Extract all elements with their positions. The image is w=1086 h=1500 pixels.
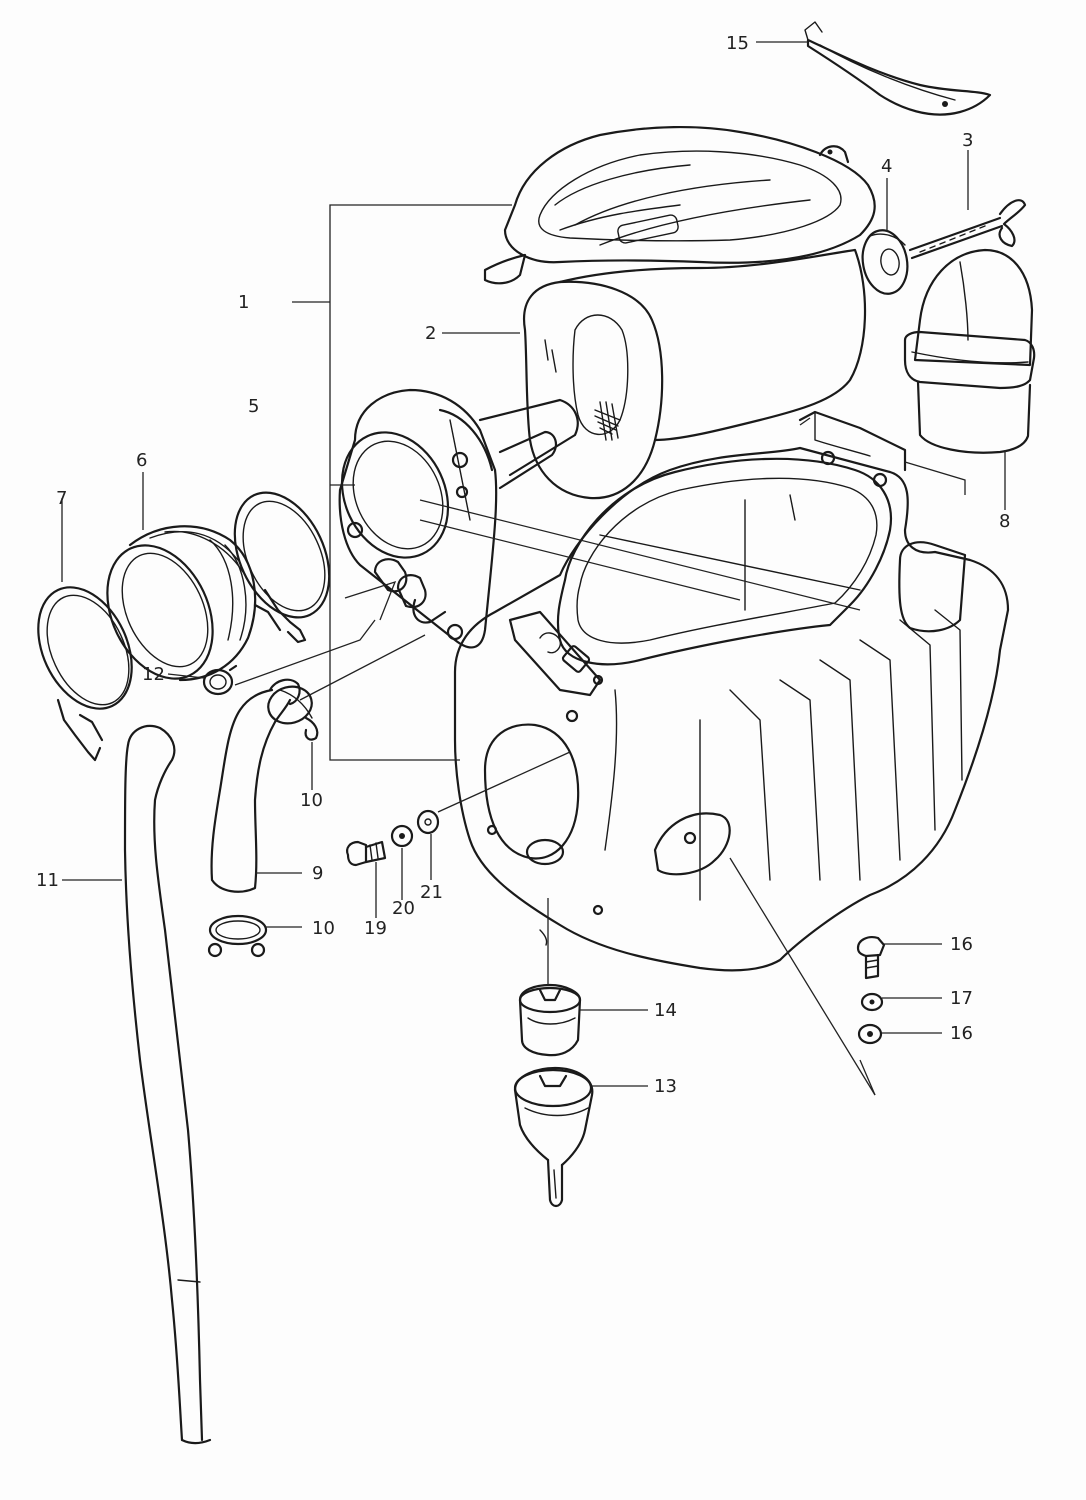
part-8-breather-cap xyxy=(903,248,1036,454)
part-19-bolt xyxy=(346,840,387,867)
part-14-drain-cap xyxy=(518,983,582,1057)
callout-16-lower: 16 xyxy=(950,1023,973,1044)
air-cleaner-housing xyxy=(453,410,1010,972)
callout-7: 7 xyxy=(56,488,67,509)
part-6-inlet-boot xyxy=(106,525,257,682)
callout-3: 3 xyxy=(962,130,973,151)
guide-lines xyxy=(234,417,966,1096)
callout-10-lower: 10 xyxy=(312,918,335,939)
assembly-bracket xyxy=(292,204,512,761)
callout-10-upper: 10 xyxy=(300,790,323,811)
callout-5: 5 xyxy=(248,396,259,417)
part-16-bolt xyxy=(856,936,886,980)
part-20-lock-washer xyxy=(390,824,414,848)
callout-15: 15 xyxy=(726,33,749,54)
part-12-clip xyxy=(202,664,238,696)
callout-labels: 15 3 4 1 2 5 6 7 8 12 10 11 9 10 19 20 2… xyxy=(36,33,1010,1097)
callout-4: 4 xyxy=(881,156,892,177)
part-13-drain-plug xyxy=(513,1066,594,1208)
callout-11: 11 xyxy=(36,870,59,891)
inlet-mounting-plate xyxy=(338,388,579,649)
callout-12: 12 xyxy=(142,664,165,685)
part-10-clip-upper xyxy=(267,685,319,741)
callout-2: 2 xyxy=(425,323,436,344)
part-5-clamp-band xyxy=(233,491,331,644)
part-16-washer xyxy=(857,1023,883,1045)
callout-9: 9 xyxy=(312,863,323,884)
callout-17: 17 xyxy=(950,988,973,1009)
part-4-grommet xyxy=(861,229,909,295)
callout-20: 20 xyxy=(392,898,415,919)
callout-19: 19 xyxy=(364,918,387,939)
callout-leaders xyxy=(61,41,1006,1087)
part-10-clip-lower xyxy=(207,914,268,958)
part-3-wing-bolt xyxy=(908,199,1027,260)
part-7-clamp-band xyxy=(37,586,133,762)
part-17-lock-washer xyxy=(860,992,884,1012)
callout-8: 8 xyxy=(999,511,1010,532)
callout-16-upper: 16 xyxy=(950,934,973,955)
callout-14: 14 xyxy=(654,1000,677,1021)
callout-6: 6 xyxy=(136,450,147,471)
part-9-breather-hose xyxy=(210,678,313,893)
callout-21: 21 xyxy=(420,882,443,903)
callout-1: 1 xyxy=(238,292,249,313)
part-15-strap xyxy=(804,21,992,116)
part-2-filter-element xyxy=(522,248,867,500)
part-11-drain-tube xyxy=(123,724,212,1445)
part-1-cover xyxy=(483,126,876,285)
part-21-washer xyxy=(416,809,440,835)
callout-13: 13 xyxy=(654,1076,677,1097)
